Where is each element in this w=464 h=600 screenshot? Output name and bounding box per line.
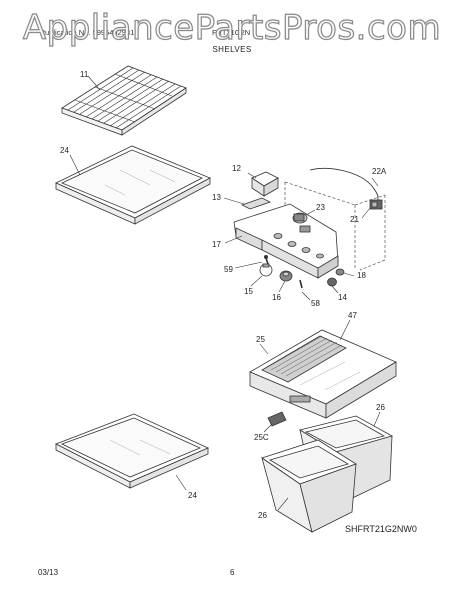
callout-26-top: 26: [376, 403, 385, 412]
callout-25c: 25C: [254, 433, 269, 442]
control-housing-part: [233, 203, 339, 279]
callout-16: 16: [272, 293, 281, 302]
section-title: SHELVES: [212, 45, 252, 54]
callout-24-top: 24: [60, 146, 69, 155]
callout-22a: 22A: [372, 167, 387, 176]
crisper-drawer-left-part: [261, 439, 357, 533]
light-bulb-part: [259, 263, 273, 277]
crisper-cover-part: [249, 329, 397, 419]
screw-upper-part: [263, 254, 269, 265]
thermostat-part: [292, 212, 308, 224]
footer-page-number: 6: [230, 568, 235, 577]
publication-number: Publication No. 5995492981: [40, 28, 135, 37]
glass-shelf-bottom-part: [55, 413, 209, 489]
wire-shelf-part: [61, 65, 187, 136]
light-socket-part: [279, 270, 293, 282]
cover-clip-part: [267, 411, 287, 427]
callout-59: 59: [224, 265, 233, 274]
callout-12: 12: [232, 164, 241, 173]
callout-13: 13: [212, 193, 221, 202]
bracket-part: [240, 197, 272, 210]
callout-25: 25: [256, 335, 265, 344]
callout-58: 58: [311, 299, 320, 308]
switch-part: [335, 268, 345, 276]
callout-47: 47: [348, 311, 357, 320]
callout-11: 11: [80, 70, 89, 79]
callout-15: 15: [244, 287, 253, 296]
screw-lower-part: [299, 279, 303, 289]
model-number: FRT21G2N: [212, 28, 251, 37]
clip-part: [369, 199, 383, 210]
callout-24-bottom: 24: [188, 491, 197, 500]
callout-17: 17: [212, 240, 221, 249]
glass-shelf-top-part: [55, 145, 211, 225]
callout-21: 21: [350, 215, 359, 224]
callout-14: 14: [338, 293, 347, 302]
capillary-tube-part: [309, 167, 379, 205]
site-watermark: AppliancePartsPros.com: [22, 7, 442, 48]
diagram-model-code: SHFRT21G2NW0: [345, 524, 417, 534]
callout-26-bottom: 26: [258, 511, 267, 520]
callout-23: 23: [316, 203, 325, 212]
footer-date: 03/13: [38, 568, 59, 577]
callout-18: 18: [357, 271, 366, 280]
light-shield-part: [251, 171, 279, 197]
knob-part: [327, 277, 337, 287]
